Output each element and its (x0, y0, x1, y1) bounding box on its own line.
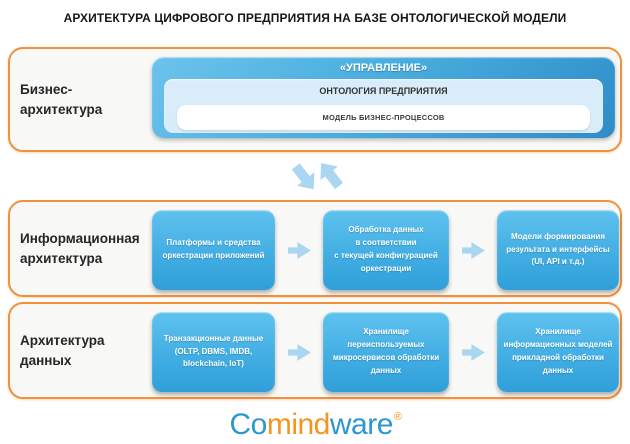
data-processing-box: Обработка данных в соответствии с текуще… (323, 210, 449, 290)
logo-part-blue: ware (329, 408, 394, 441)
information-models-storage-box: Хранилище информационных моделей приклад… (497, 312, 619, 392)
business-process-model-box: МОДЕЛЬ БИЗНЕС-ПРОЦЕССОВ (177, 105, 590, 130)
data-architecture-row: Архитектура данных Транзакционные данные… (8, 302, 622, 399)
bidirectional-exchange-arrows-icon (283, 143, 352, 211)
comindware-logo: Comindware® (0, 410, 630, 440)
orchestration-platforms-box: Платформы и средства оркестрации приложе… (152, 210, 275, 290)
information-architecture-boxes: Платформы и средства оркестрации приложе… (152, 210, 619, 290)
enterprise-ontology-box: ОНТОЛОГИЯ ПРЕДПРИЯТИЯ МОДЕЛЬ БИЗНЕС-ПРОЦ… (164, 79, 603, 133)
page-title: АРХИТЕКТУРА ЦИФРОВОГО ПРЕДПРИЯТИЯ НА БАЗ… (63, 11, 567, 25)
right-arrow-icon (275, 312, 323, 392)
information-architecture-label: Информационная архитектура (20, 230, 140, 266)
data-architecture-label: Архитектура данных (20, 332, 105, 368)
right-arrow-icon (449, 312, 497, 392)
microservices-storage-box: Хранилище переиспользуемых микросервисов… (323, 312, 449, 392)
data-architecture-boxes: Транзакционные данные (OLTP, DBMS, IMDB,… (152, 312, 619, 392)
logo-part-blue: Co (229, 408, 267, 441)
business-architecture-row: Бизнес- архитектура «УПРАВЛЕНИЕ» ОНТОЛОГ… (8, 47, 622, 152)
result-models-box: Модели формирования результата и интерфе… (497, 210, 619, 290)
management-box: «УПРАВЛЕНИЕ» ОНТОЛОГИЯ ПРЕДПРИЯТИЯ МОДЕЛ… (152, 57, 615, 138)
information-architecture-row: Информационная архитектура Платформы и с… (8, 200, 622, 297)
management-box-title: «УПРАВЛЕНИЕ» (339, 62, 428, 74)
enterprise-ontology-title: ОНТОЛОГИЯ ПРЕДПРИЯТИЯ (319, 86, 448, 96)
logo-part-orange: mind (266, 408, 331, 441)
right-arrow-icon (449, 210, 497, 290)
transactional-data-box: Транзакционные данные (OLTP, DBMS, IMDB,… (152, 312, 275, 392)
business-architecture-label: Бизнес- архитектура (20, 81, 103, 117)
registered-trademark-icon: ® (393, 411, 402, 423)
right-arrow-icon (275, 210, 323, 290)
